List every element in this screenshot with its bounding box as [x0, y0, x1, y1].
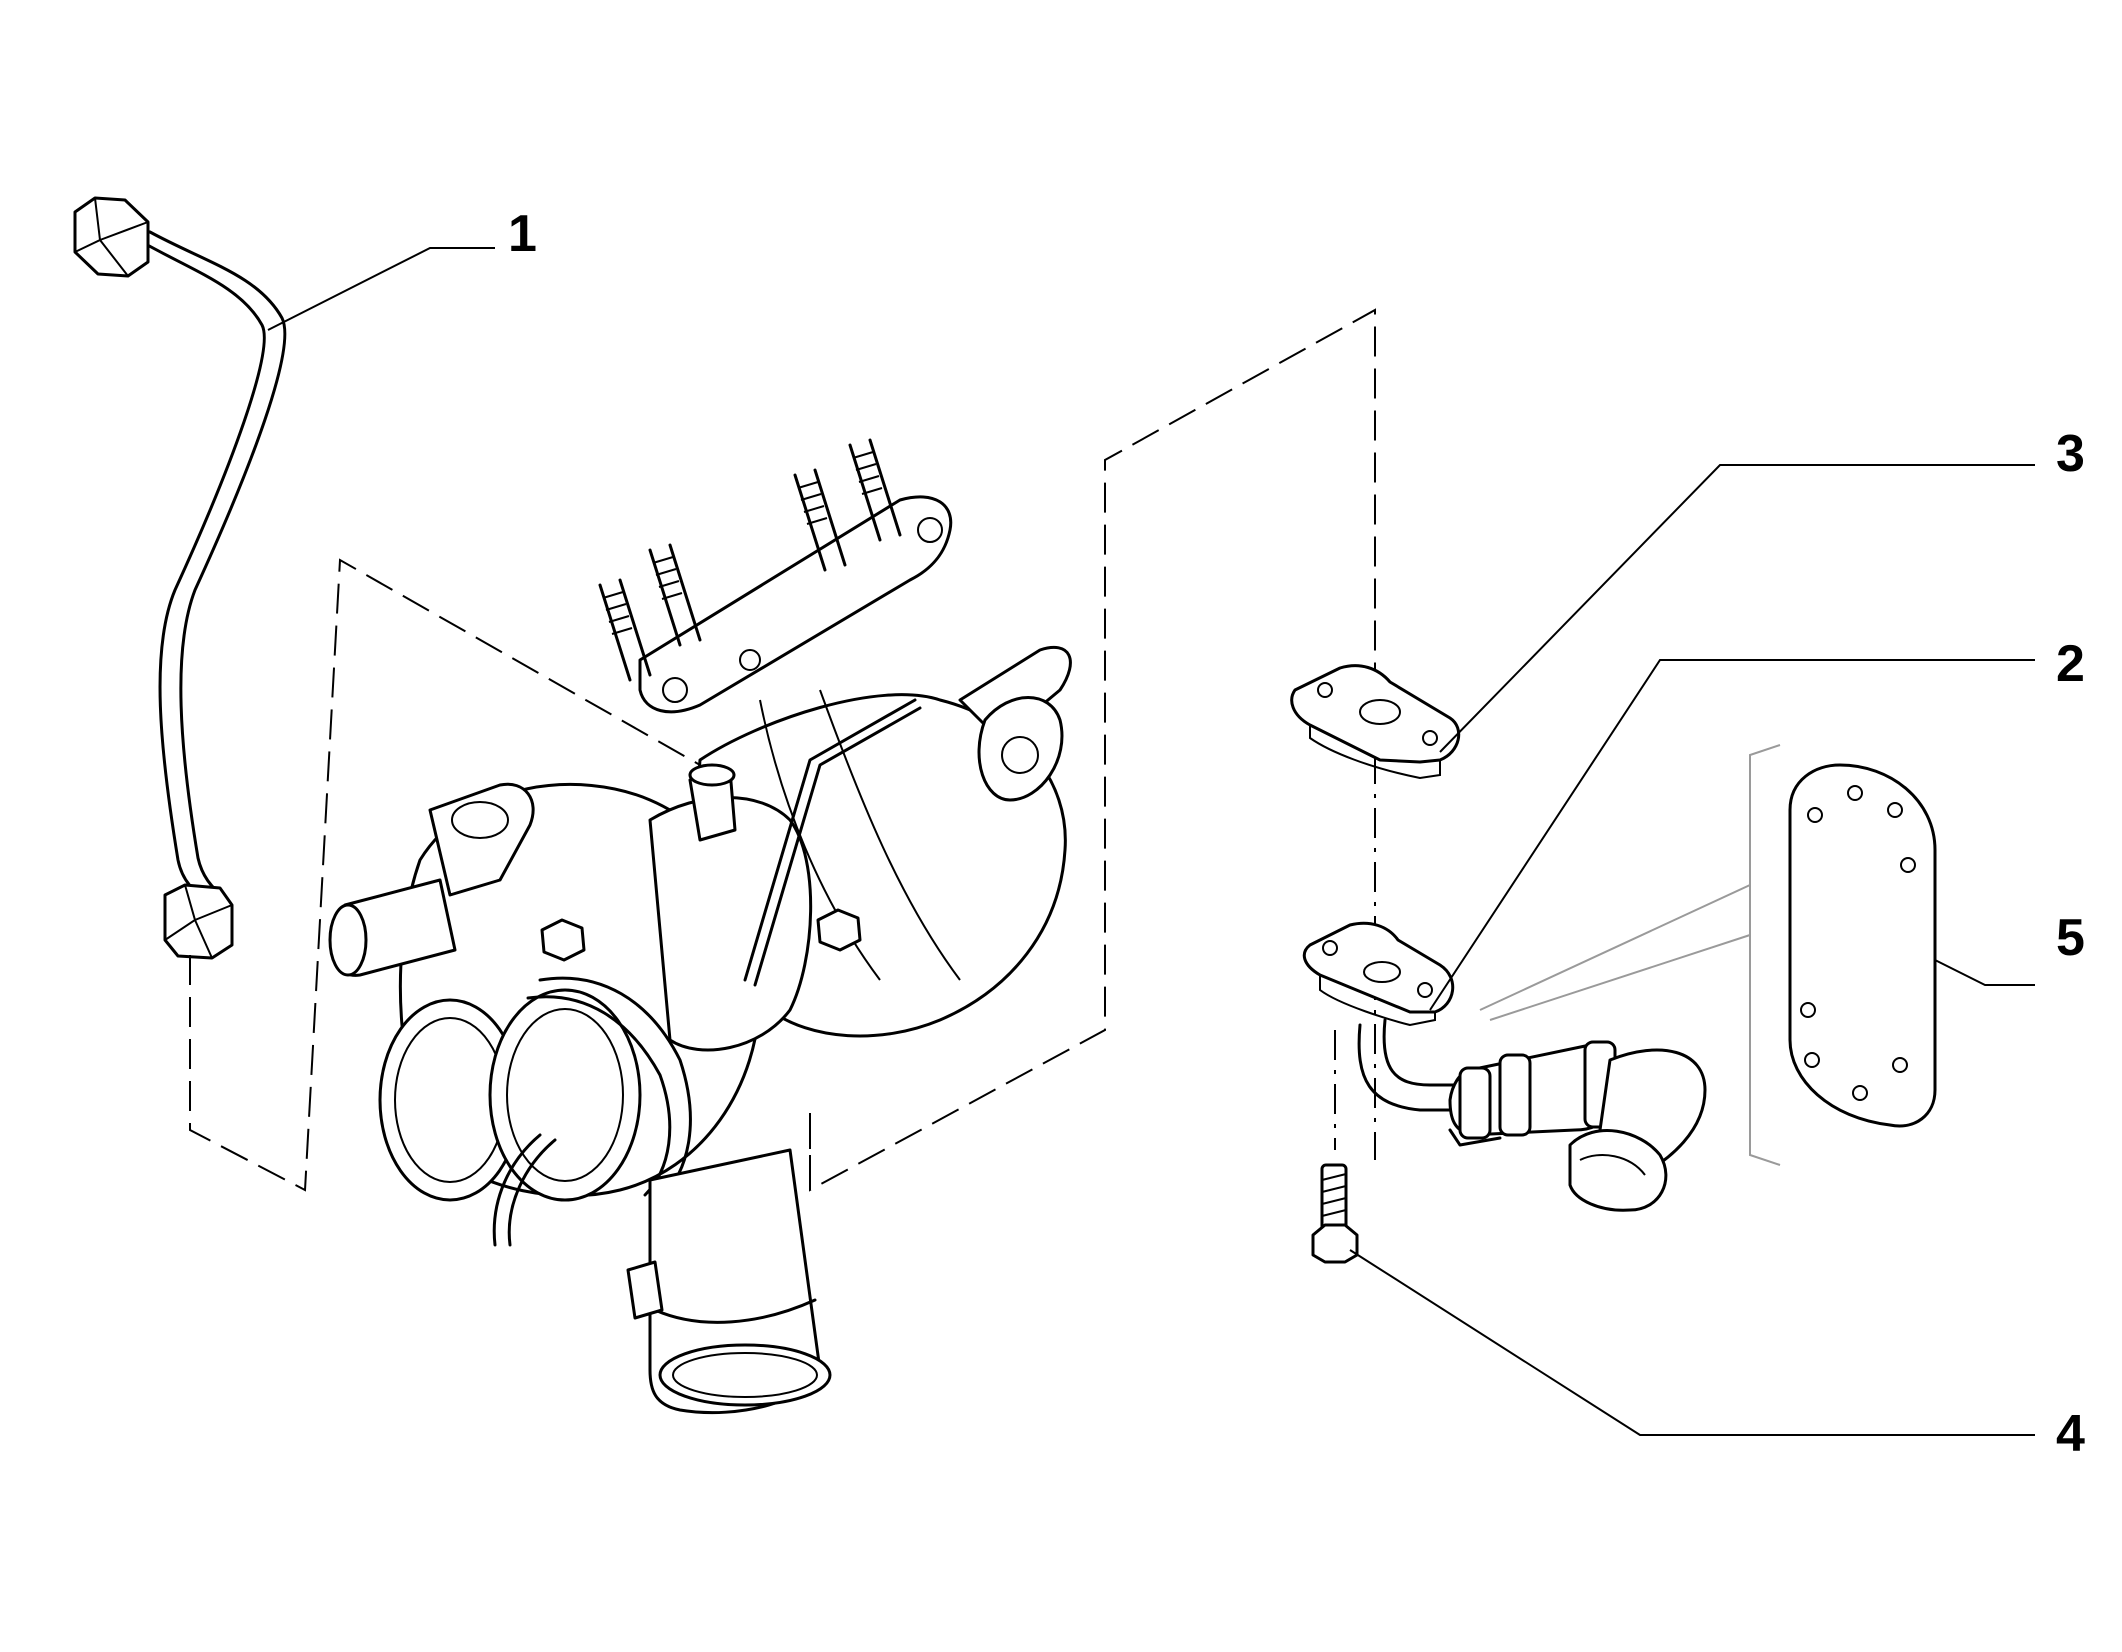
- callout-number-1: 1: [508, 205, 537, 263]
- callout-number-4: 4: [2056, 1405, 2085, 1463]
- cover-plate[interactable]: [1479, 744, 1937, 1166]
- leader-line-1: [267, 247, 495, 331]
- pipe-nut-bottom: [163, 883, 234, 960]
- leader-line-3: [1439, 464, 2035, 753]
- callout-number-5: 5: [2056, 909, 2085, 967]
- turbocharger[interactable]: [328, 438, 1072, 1415]
- callout-number-3: 3: [2056, 425, 2085, 483]
- oil-drain-pipe[interactable]: [1302, 921, 1707, 1212]
- leader-line-4: [1349, 1249, 2035, 1436]
- leader-lines: [267, 247, 2035, 1436]
- leader-line-2: [1429, 659, 2035, 1011]
- gasket-plate[interactable]: [1290, 664, 1461, 780]
- manifold-studs: [598, 438, 902, 682]
- oil-feed-pipe[interactable]: [73, 196, 287, 960]
- pipe-nut-top: [73, 196, 150, 278]
- callout-number-2: 2: [2056, 635, 2085, 693]
- leader-line-5: [1934, 959, 2035, 986]
- bolt[interactable]: [1311, 1163, 1359, 1264]
